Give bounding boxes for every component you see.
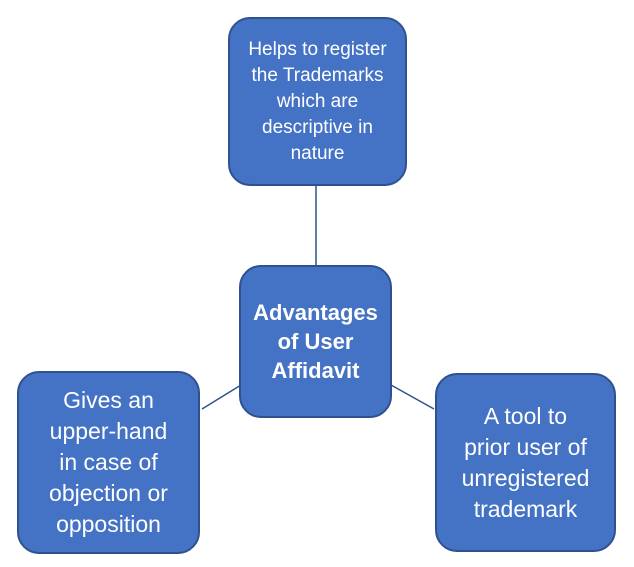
advantage-node-prior-user-tool: A tool to prior user of unregistered tra… <box>435 373 616 552</box>
connector-left <box>201 384 242 410</box>
advantage-label-register-descriptive: Helps to register the Trademarks which a… <box>248 38 387 164</box>
advantage-node-register-descriptive: Helps to register the Trademarks which a… <box>228 17 407 186</box>
advantage-label-prior-user-tool: A tool to prior user of unregistered tra… <box>461 402 590 522</box>
advantage-node-upper-hand: Gives an upper-hand in case of objection… <box>17 371 200 554</box>
connector-right <box>390 384 435 410</box>
central-node: Advantages of User Affidavit <box>239 265 392 418</box>
central-node-label: Advantages of User Affidavit <box>253 300 378 383</box>
advantage-label-upper-hand: Gives an upper-hand in case of objection… <box>49 387 168 537</box>
